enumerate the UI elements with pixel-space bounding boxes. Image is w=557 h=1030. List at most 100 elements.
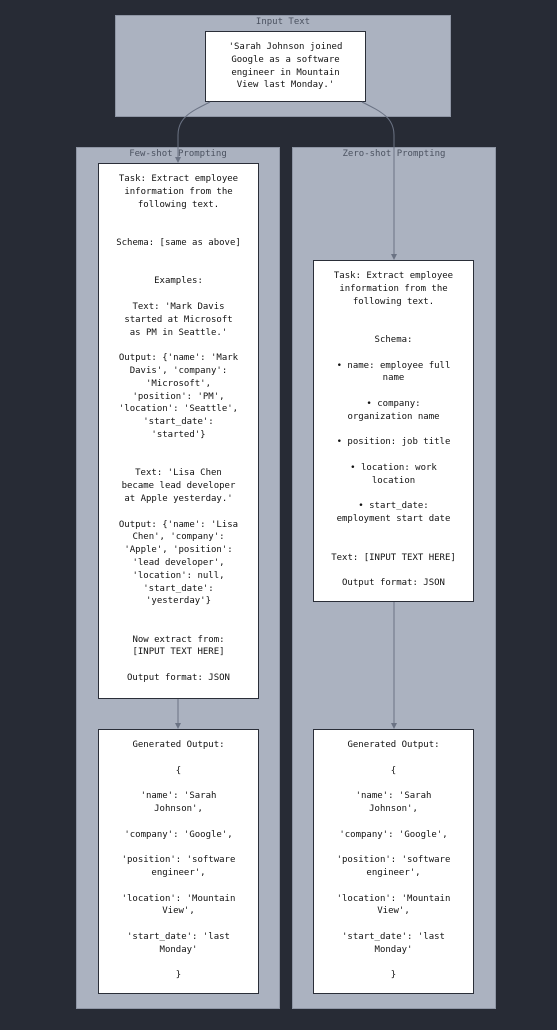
node-text-line	[99, 211, 258, 224]
node-text-line	[314, 880, 473, 893]
node-text-line: • location: work	[350, 462, 437, 473]
node-text-line: 'name': 'Sarah	[140, 791, 217, 802]
node-text-line: Output format: JSON	[342, 578, 445, 589]
node-text-line: 'yesterday'}	[145, 596, 212, 607]
node-text-line: Monday'	[159, 944, 198, 955]
node-text-line	[99, 752, 258, 765]
node-text-line: Schema:	[374, 334, 413, 345]
node-text-line	[99, 288, 258, 301]
node-text-line: Monday'	[374, 944, 413, 955]
node-text-line	[99, 816, 258, 829]
node-text-line: 'Apple', 'position':	[124, 545, 233, 556]
node-text-line: {	[390, 765, 397, 776]
node-text-line	[314, 816, 473, 829]
node-text-line: • position: job title	[336, 437, 451, 448]
node-text-line: Examples:	[154, 276, 203, 287]
node-text-line: 'company': 'Google',	[124, 829, 233, 840]
node-text-line	[99, 880, 258, 893]
node-text-line: }	[175, 970, 182, 981]
node-text-line	[314, 564, 473, 577]
node-text-line: started at Microsoft	[124, 314, 233, 325]
node-text-line: 'location': 'Mountain	[336, 893, 451, 904]
node-text-line: 'position': 'software	[336, 855, 451, 866]
node-text-line	[314, 777, 473, 790]
node-text-line: 'start_date':	[143, 583, 214, 594]
node-text-line: 'location': 'Seattle',	[118, 404, 239, 415]
input-text-panel-title: Input Text	[255, 17, 311, 27]
node-text-line: organization name	[347, 411, 440, 422]
node-text-line: Generated Output:	[132, 740, 225, 750]
node-text-line: • start_date:	[358, 501, 429, 512]
node-text-line: 'position': 'PM',	[132, 391, 225, 402]
node-text-line	[99, 455, 258, 468]
node-text-line: 'company': 'Google',	[339, 829, 448, 840]
node-text-line: View last Monday.'	[236, 80, 335, 91]
node-text-line	[314, 957, 473, 970]
few-shot-panel-title: Few-shot Prompting	[129, 149, 227, 159]
node-text-line: 'Sarah Johnson joined	[228, 42, 343, 52]
node-text-line: engineer',	[151, 867, 206, 878]
node-text-line	[314, 752, 473, 765]
node-text-line	[99, 224, 258, 237]
node-text-line: Now extract from:	[132, 634, 225, 645]
node-text-line: Task: Extract employee	[333, 271, 454, 281]
node-text-line	[99, 918, 258, 931]
node-text-line	[314, 424, 473, 437]
zero-shot-prompt-node: Task: Extract employee information from t…	[313, 260, 474, 602]
node-text-line	[314, 308, 473, 321]
node-text-line	[99, 621, 258, 634]
node-text-line: became lead developer	[121, 481, 236, 492]
node-text-line: location	[371, 475, 416, 486]
node-text-line: engineer',	[366, 867, 421, 878]
node-text-line: information from the	[339, 283, 448, 294]
node-text-line: 'location': 'Mountain	[121, 893, 236, 904]
node-text-line: [INPUT TEXT HERE]	[132, 647, 225, 658]
node-text-line: Output: {'name': 'Lisa	[118, 519, 239, 530]
node-text-line: Generated Output:	[347, 740, 440, 750]
node-text-line: Task: Extract employee	[118, 174, 239, 184]
node-text-line: 'started'}	[151, 429, 206, 440]
node-text-line: employment start date	[336, 514, 451, 525]
node-text-line: View',	[377, 906, 410, 917]
zero-shot-panel-title: Zero-shot Prompting	[342, 149, 446, 159]
node-text-line	[314, 321, 473, 334]
node-text-line: 'start_date': 'last	[342, 931, 445, 942]
node-text-line	[314, 385, 473, 398]
node-text-line	[314, 841, 473, 854]
node-text-line: following text.	[137, 199, 220, 210]
node-text-line	[99, 506, 258, 519]
node-text-line	[99, 777, 258, 790]
node-text-line: 'Microsoft',	[145, 378, 212, 389]
node-text-line	[99, 608, 258, 621]
node-text-line: Output format: JSON	[127, 673, 230, 684]
node-text-line: as PM in Seattle.'	[129, 327, 228, 338]
node-text-line: 'start_date': 'last	[127, 931, 230, 942]
node-text-line: • company:	[366, 398, 421, 409]
node-text-line: • name: employee full	[336, 360, 451, 371]
node-text-line: information from the	[124, 186, 233, 197]
node-text-line	[99, 250, 258, 263]
node-text-line: Schema: [same as above]	[116, 237, 241, 248]
node-text-line	[314, 526, 473, 539]
node-text-line: at Apple yesterday.'	[124, 493, 233, 504]
node-text-line	[99, 841, 258, 854]
node-text-line: 'lead developer',	[132, 557, 225, 568]
node-text-line: Google as a software	[231, 54, 340, 65]
node-text-line: following text.	[352, 296, 435, 307]
node-text-line	[99, 339, 258, 352]
node-text-line: 'start_date':	[143, 417, 214, 428]
node-text-line	[99, 659, 258, 672]
few-shot-prompt-node: Task: Extract employee information from t…	[98, 163, 259, 699]
node-text-line: Johnson',	[154, 803, 203, 814]
node-text-line	[99, 442, 258, 455]
node-text-line: }	[390, 970, 397, 981]
node-text-line: 'location': null,	[132, 570, 225, 581]
node-text-line	[314, 539, 473, 552]
node-text-line: Chen', 'company':	[132, 532, 225, 543]
node-text-line: Text: 'Lisa Chen	[135, 468, 222, 479]
node-text-line	[314, 449, 473, 462]
node-text-line: Output: {'name': 'Mark	[118, 353, 239, 364]
